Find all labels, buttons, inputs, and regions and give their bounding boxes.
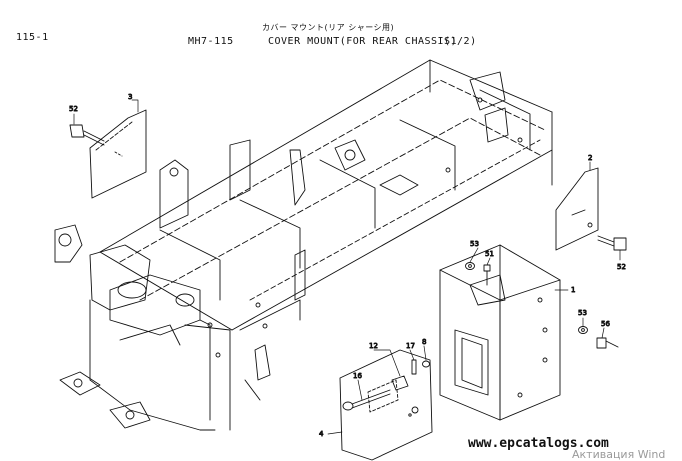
cover-plate-2 <box>555 167 599 251</box>
callout-51: 51 <box>485 250 494 258</box>
callout-1: 1 <box>571 286 575 294</box>
diagram-title-jp: カバー マウント(リア シャーシ用) <box>262 23 395 32</box>
sheet-number: (1/2) <box>444 36 477 47</box>
diagram-title-en: COVER MOUNT(FOR REAR CHASSIS) <box>268 36 458 47</box>
diagram-code: MH7-115 <box>188 36 234 47</box>
page-id: 115-1 <box>16 32 49 43</box>
bolt-52-left <box>69 124 105 146</box>
callout-52-left: 52 <box>69 105 78 113</box>
washer-53-lower <box>578 326 588 334</box>
callout-52-right: 52 <box>617 263 626 271</box>
callout-53-upper: 53 <box>470 240 479 248</box>
bolt-56 <box>596 337 619 349</box>
callout-12: 12 <box>369 342 378 350</box>
watermark-text: www.epcatalogs.com <box>468 436 609 451</box>
bolt-52-right <box>597 235 627 251</box>
bolt-51 <box>483 264 491 286</box>
callout-56: 56 <box>601 320 610 328</box>
cover-mount-1 <box>439 244 561 421</box>
callout-3: 3 <box>128 93 132 101</box>
callout-17: 17 <box>406 342 415 350</box>
rear-chassis-frame <box>54 59 553 431</box>
callout-53-lower: 53 <box>578 309 587 317</box>
callout-16: 16 <box>353 372 362 380</box>
latch-assembly <box>342 359 430 411</box>
leader-lines <box>73 99 621 435</box>
washer-53-upper <box>465 262 475 270</box>
activation-text: Активация Wind <box>572 448 666 461</box>
cover-plate-4 <box>339 349 433 461</box>
callout-4: 4 <box>319 430 324 438</box>
callout-8: 8 <box>422 338 426 346</box>
callout-2: 2 <box>588 154 592 162</box>
cover-plate-3 <box>89 109 147 199</box>
